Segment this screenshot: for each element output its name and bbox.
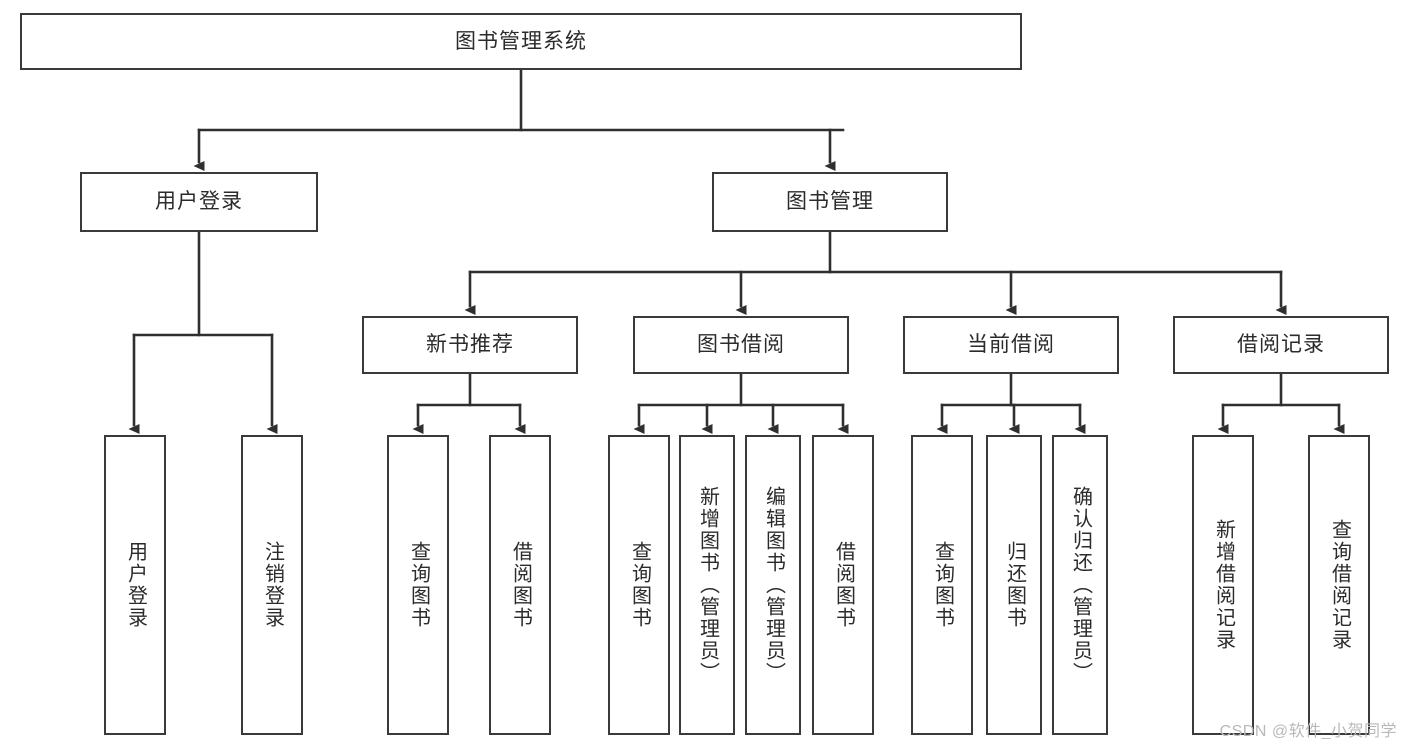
node-label: 查询借阅记录	[1328, 519, 1351, 651]
node-label: 借阅记录	[1237, 333, 1325, 357]
node-root-system[interactable]: 图书管理系统	[20, 13, 1022, 70]
node-label: 新增借阅记录	[1212, 519, 1235, 651]
leaf-user-login[interactable]: 用户登录	[104, 435, 166, 735]
node-label: 用户登录	[124, 541, 147, 629]
node-label: 用户登录	[155, 190, 243, 214]
node-label: 图书借阅	[697, 333, 785, 357]
node-label: 新增图书（管理员）	[696, 486, 719, 684]
leaf-borrow-edit-book-admin[interactable]: 编辑图书（管理员）	[745, 435, 801, 735]
node-current-borrow[interactable]: 当前借阅	[903, 316, 1119, 374]
node-book-borrow[interactable]: 图书借阅	[633, 316, 849, 374]
node-borrow-record[interactable]: 借阅记录	[1173, 316, 1389, 374]
node-label: 图书管理	[786, 190, 874, 214]
node-label: 查询图书	[407, 541, 430, 629]
node-user-login[interactable]: 用户登录	[80, 172, 318, 232]
leaf-recommend-borrow-book[interactable]: 借阅图书	[489, 435, 551, 735]
node-label: 编辑图书（管理员）	[762, 486, 785, 684]
leaf-record-query-borrow-record[interactable]: 查询借阅记录	[1308, 435, 1370, 735]
node-label: 借阅图书	[509, 541, 532, 629]
node-book-management[interactable]: 图书管理	[712, 172, 948, 232]
leaf-user-logout[interactable]: 注销登录	[241, 435, 303, 735]
leaf-recommend-query-book[interactable]: 查询图书	[387, 435, 449, 735]
node-label: 归还图书	[1003, 541, 1026, 629]
leaf-borrow-add-book-admin[interactable]: 新增图书（管理员）	[679, 435, 735, 735]
node-label: 新书推荐	[426, 333, 514, 357]
node-label: 图书管理系统	[455, 29, 587, 53]
leaf-borrow-borrow-book[interactable]: 借阅图书	[812, 435, 874, 735]
node-label: 当前借阅	[967, 333, 1055, 357]
node-label: 借阅图书	[832, 541, 855, 629]
leaf-current-return-book[interactable]: 归还图书	[986, 435, 1042, 735]
node-label: 查询图书	[628, 541, 651, 629]
csdn-watermark: CSDN @软件_小贺同学	[1219, 723, 1397, 740]
leaf-current-confirm-return-admin[interactable]: 确认归还（管理员）	[1052, 435, 1108, 735]
node-label: 查询图书	[931, 541, 954, 629]
node-label: 注销登录	[261, 541, 284, 629]
leaf-record-add-borrow-record[interactable]: 新增借阅记录	[1192, 435, 1254, 735]
leaf-borrow-query-book[interactable]: 查询图书	[608, 435, 670, 735]
node-label: 确认归还（管理员）	[1069, 486, 1092, 684]
node-new-book-recommend[interactable]: 新书推荐	[362, 316, 578, 374]
leaf-current-query-book[interactable]: 查询图书	[911, 435, 973, 735]
